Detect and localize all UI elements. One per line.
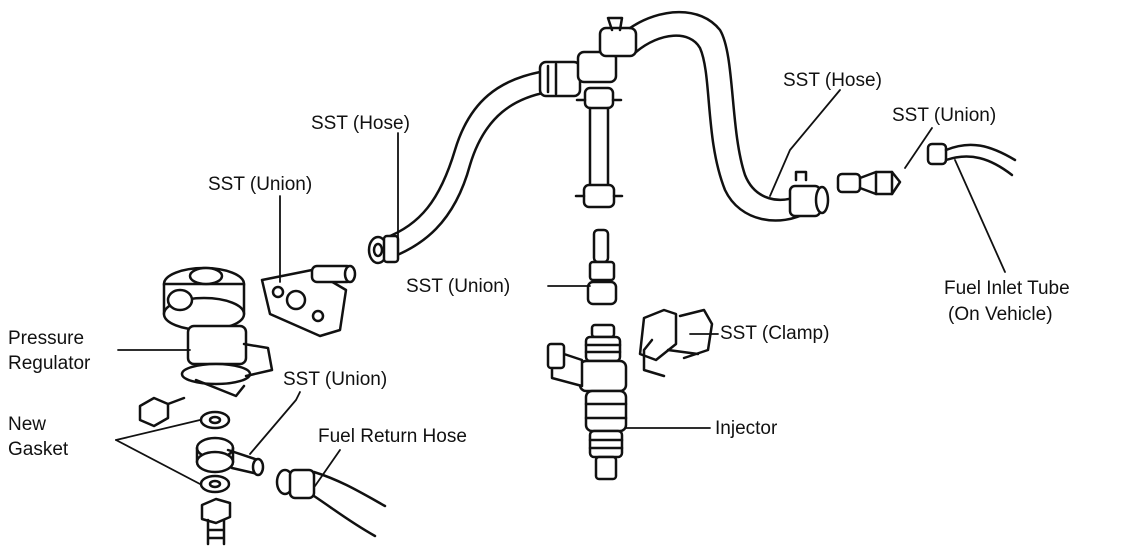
label-sst-union-right: SST (Union) bbox=[892, 105, 997, 126]
label-fuel-inlet-line1: Fuel Inlet Tube bbox=[944, 278, 1070, 299]
label-sst-union-lower: SST (Union) bbox=[283, 369, 388, 390]
pressure-regulator-drawing bbox=[162, 266, 274, 398]
label-fuel-inlet-line2: (On Vehicle) bbox=[948, 304, 1053, 325]
right-union-drawing bbox=[836, 170, 902, 196]
leader-lines bbox=[115, 89, 1006, 487]
label-new-gasket-line1: New bbox=[8, 414, 47, 435]
label-fuel-return-hose: Fuel Return Hose bbox=[318, 426, 467, 447]
sst-union-left-drawing bbox=[260, 264, 357, 338]
sst-hose-left-drawing bbox=[367, 70, 550, 265]
label-sst-union-center: SST (Union) bbox=[406, 276, 511, 297]
label-injector: Injector bbox=[715, 418, 778, 439]
vertical-pipe-drawing bbox=[574, 86, 624, 306]
label-sst-hose-left: SST (Hose) bbox=[311, 113, 410, 134]
label-sst-clamp: SST (Clamp) bbox=[720, 323, 830, 344]
sst-clamp-drawing bbox=[638, 308, 714, 378]
injector-drawing bbox=[546, 323, 628, 481]
label-pressure-line1: Pressure bbox=[8, 328, 85, 349]
label-pressure-line2: Regulator bbox=[8, 353, 91, 374]
sst-union-lower-drawing bbox=[195, 436, 265, 477]
gasket-lower-drawing bbox=[199, 474, 231, 494]
fuel-inlet-tube-drawing bbox=[926, 142, 1017, 177]
t-junction-drawing bbox=[538, 10, 830, 222]
label-new-gasket-line2: Gasket bbox=[8, 439, 69, 460]
label-sst-union-left: SST (Union) bbox=[208, 174, 313, 195]
label-sst-hose-right: SST (Hose) bbox=[783, 70, 882, 91]
union-bolt-drawing bbox=[200, 497, 232, 546]
small-bolt-drawing bbox=[138, 396, 186, 428]
gasket-upper-drawing bbox=[199, 410, 231, 430]
fuel-return-hose-drawing bbox=[275, 468, 387, 538]
